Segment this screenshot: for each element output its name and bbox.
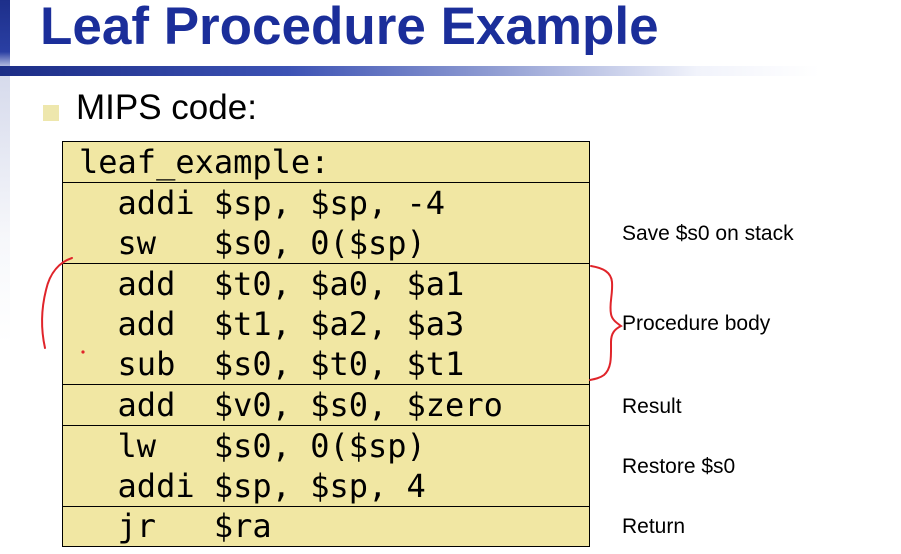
code-table: leaf_example: addi $sp, $sp, -4 sw $s0, … xyxy=(62,141,590,547)
code-line: addi $sp, $sp, 4 xyxy=(79,467,426,505)
code-block-restore: lw $s0, 0($sp) addi $sp, $sp, 4 xyxy=(63,426,589,507)
comment-restore: Restore $s0 xyxy=(622,455,736,478)
code-line: add $t1, $a2, $a3 xyxy=(79,305,465,343)
code-block-result: add $v0, $s0, $zero xyxy=(63,385,589,426)
code-line: lw $s0, 0($sp) xyxy=(79,427,426,465)
accent-vertical-bar xyxy=(0,0,10,74)
comment-procedure-body: Procedure body xyxy=(622,312,771,335)
code-block-body: add $t0, $a0, $a1 add $t1, $a2, $a3 sub … xyxy=(63,264,589,385)
code-block-label: leaf_example: xyxy=(63,142,589,183)
code-block-save: addi $sp, $sp, -4 sw $s0, 0($sp) xyxy=(63,183,589,264)
comment-result: Result xyxy=(622,395,682,418)
title-underline-rule xyxy=(0,66,820,76)
bullet-square-icon xyxy=(43,105,59,121)
right-brace-stroke xyxy=(589,265,623,381)
code-line: addi $sp, $sp, -4 xyxy=(79,184,446,222)
code-line: add $v0, $s0, $zero xyxy=(79,386,503,424)
code-line: leaf_example: xyxy=(79,143,330,181)
code-line: add $t0, $a0, $a1 xyxy=(79,265,465,303)
bullet-text: MIPS code: xyxy=(76,88,257,127)
code-line: sub $s0, $t0, $t1 xyxy=(79,345,465,383)
code-line: sw $s0, 0($sp) xyxy=(79,224,426,262)
code-block-return: jr $ra xyxy=(63,507,589,546)
comment-save: Save $s0 on stack xyxy=(622,222,794,245)
comment-return: Return xyxy=(622,515,686,538)
accent-vertical-bar-fade xyxy=(0,74,10,344)
slide-title: Leaf Procedure Example xyxy=(40,0,659,56)
code-line: jr $ra xyxy=(79,507,272,545)
